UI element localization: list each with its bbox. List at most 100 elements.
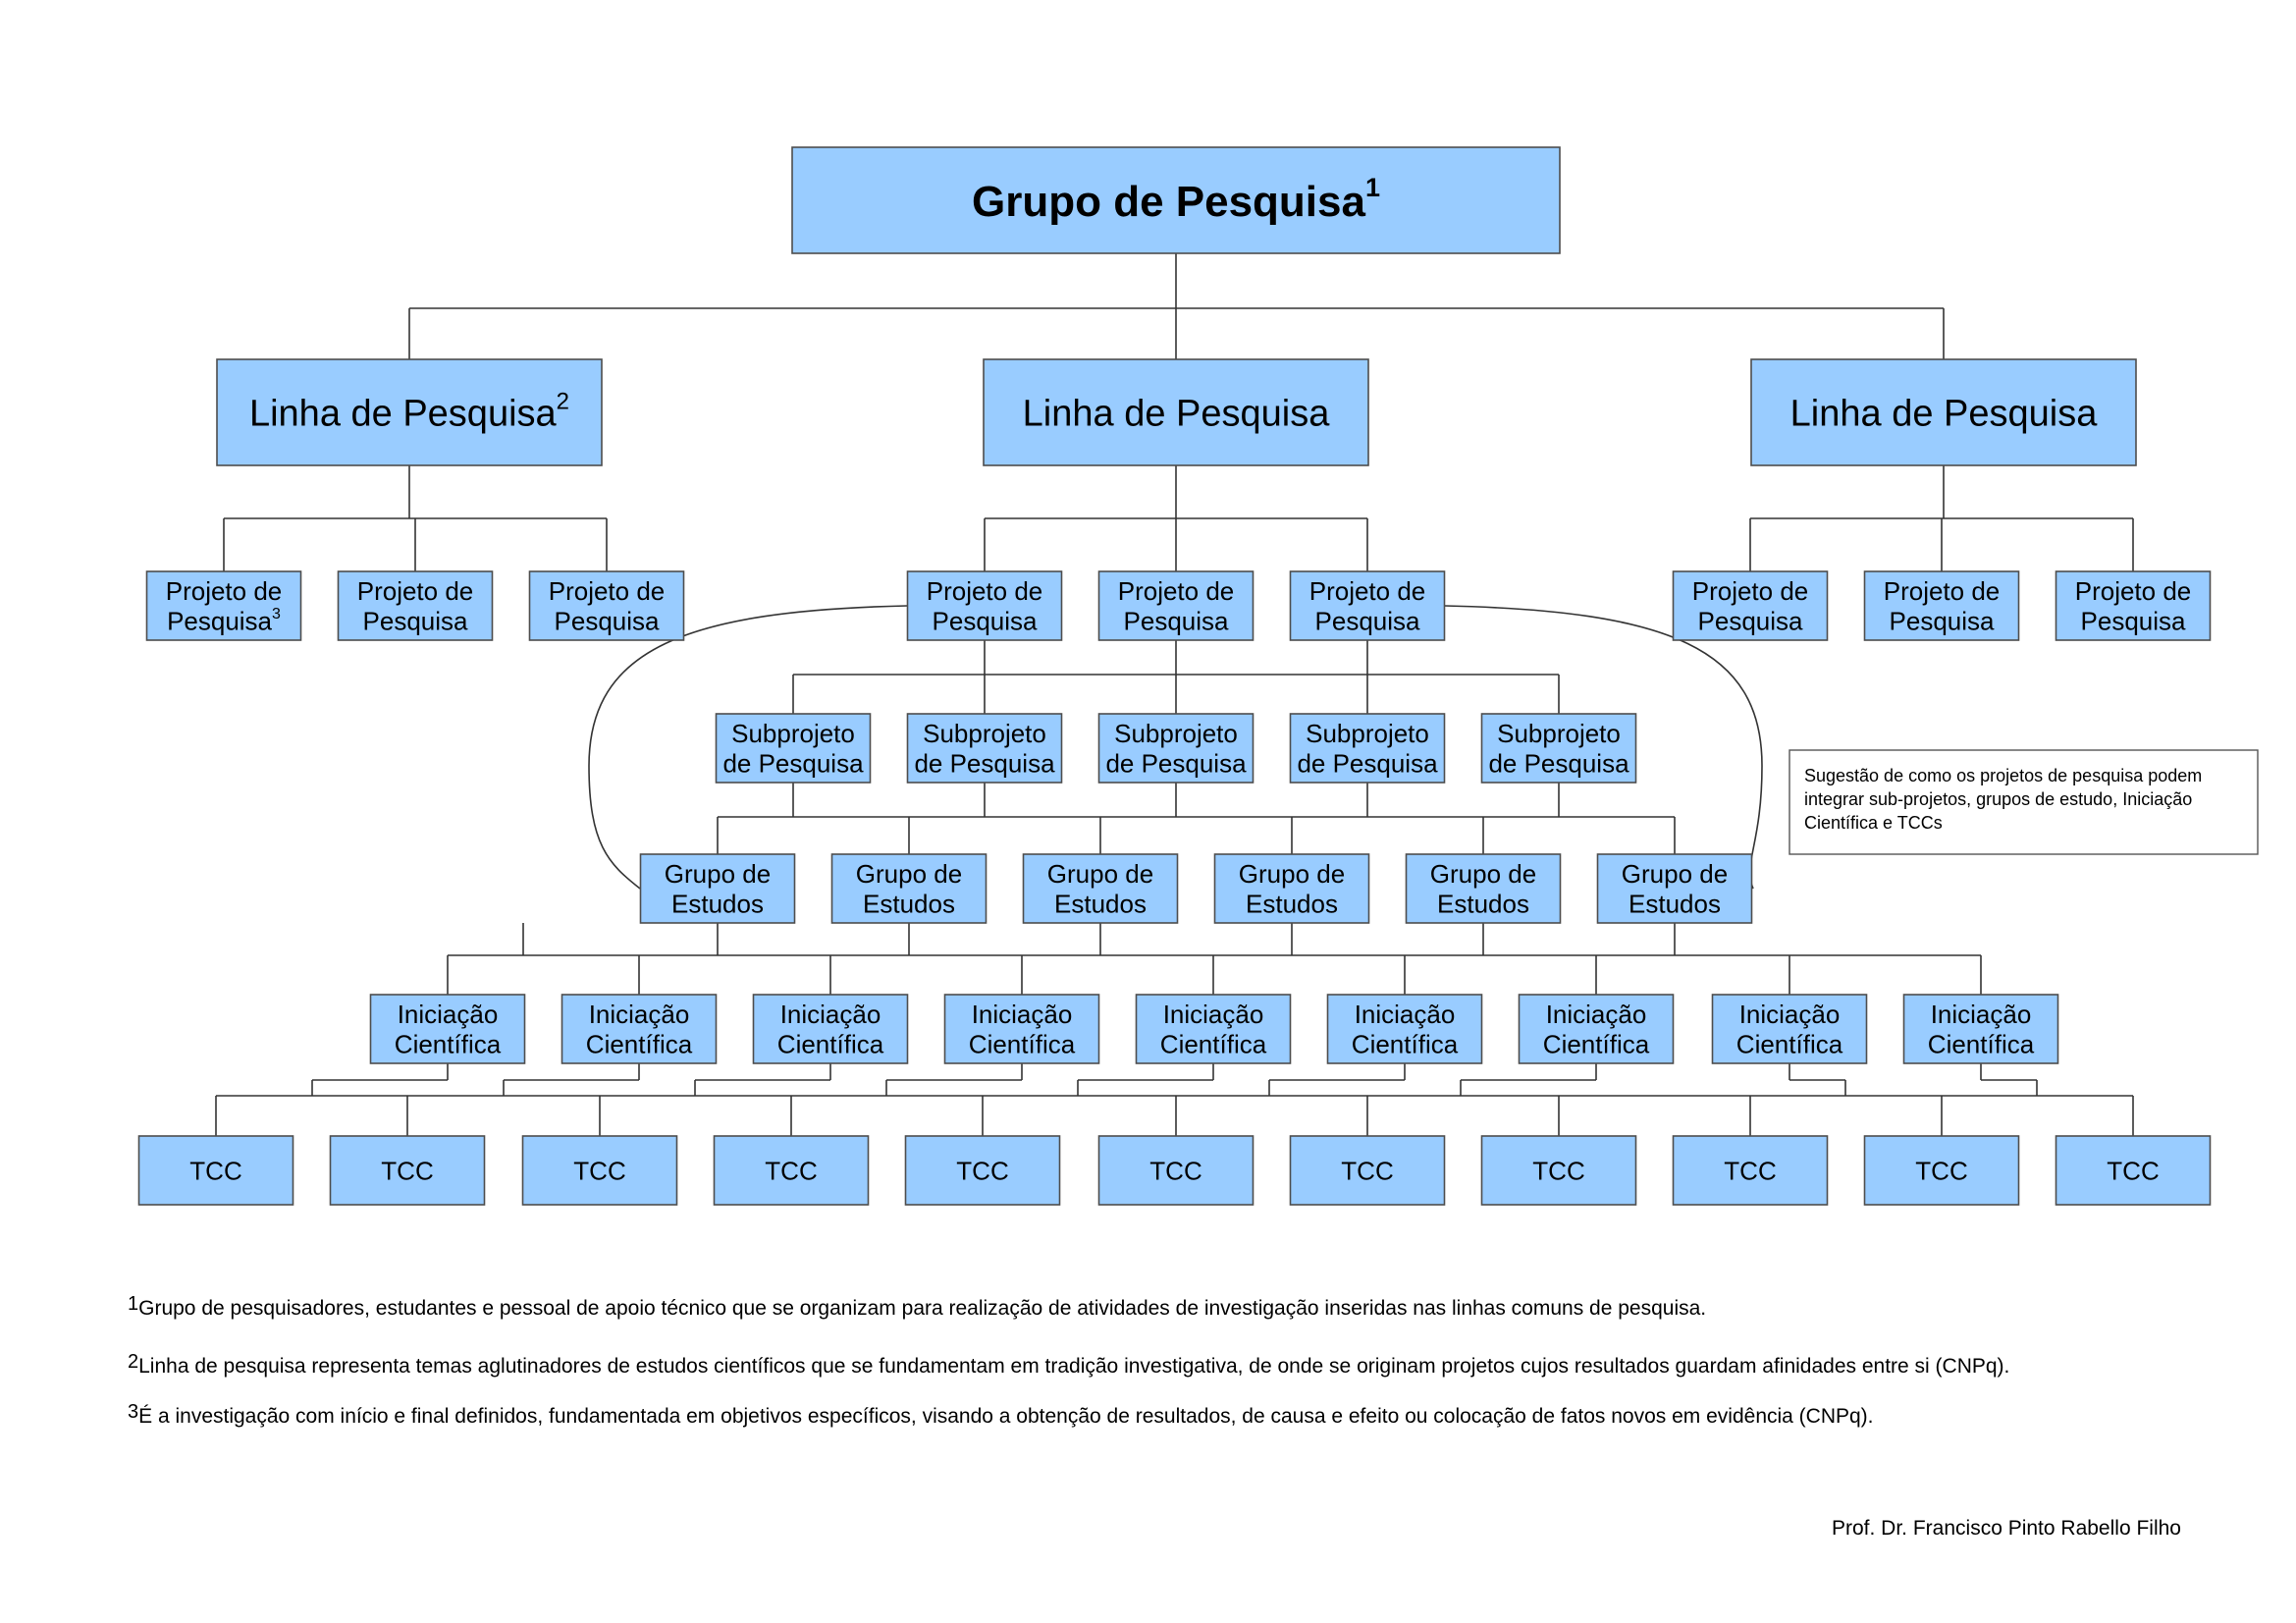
note-line: Sugestão de como os projetos de pesquisa… bbox=[1804, 766, 2202, 785]
project-4-label: Projeto de bbox=[927, 576, 1043, 606]
project-9-text: Projeto de bbox=[2075, 576, 2192, 606]
research-line-2-box bbox=[983, 358, 1369, 466]
scientific-initiation-3-label: Iniciação bbox=[780, 1000, 881, 1029]
scientific-initiation-1-box bbox=[369, 994, 526, 1064]
study-group-5-label: Grupo de bbox=[1430, 859, 1536, 889]
project-9-label: Projeto de bbox=[2075, 576, 2192, 606]
subproject-2-text: de Pesquisa bbox=[914, 749, 1055, 779]
subproject-5-text: Subprojeto bbox=[1497, 719, 1621, 748]
subproject-4-text: de Pesquisa bbox=[1297, 749, 1438, 779]
project-1-label: Projeto de bbox=[166, 576, 283, 606]
tcc-5-box bbox=[904, 1135, 1061, 1206]
scientific-initiation-9-text: Científica bbox=[1928, 1030, 2035, 1059]
study-group-2-box bbox=[830, 853, 988, 924]
scientific-initiation-3-text: Científica bbox=[777, 1030, 884, 1059]
project-8-label: Projeto de bbox=[1884, 576, 2001, 606]
tcc-1-label: TCC bbox=[189, 1156, 241, 1185]
study-group-6-label: Grupo de bbox=[1622, 859, 1728, 889]
tcc-9-box bbox=[1672, 1135, 1829, 1206]
project-1-box bbox=[145, 570, 302, 641]
research-line-1-text: Linha de Pesquisa bbox=[249, 394, 558, 435]
scientific-initiation-3-label: Científica bbox=[777, 1030, 884, 1059]
project-1-text: Projeto de bbox=[166, 576, 283, 606]
research-line-2-text: Linha de Pesquisa bbox=[1023, 394, 1331, 435]
scientific-initiation-5-text: Científica bbox=[1160, 1030, 1267, 1059]
footnote-number: 2 bbox=[128, 1351, 139, 1373]
subproject-4-text: Subprojeto bbox=[1306, 719, 1429, 748]
scientific-initiation-2-box bbox=[561, 994, 718, 1064]
study-group-5-box bbox=[1405, 853, 1562, 924]
scientific-initiation-7-text: Iniciação bbox=[1546, 1000, 1647, 1029]
subproject-3-label: de Pesquisa bbox=[1105, 749, 1247, 779]
tcc-5: TCC bbox=[904, 1135, 1061, 1206]
project-3-label: Pesquisa bbox=[555, 607, 660, 636]
project-2-label: Pesquisa bbox=[363, 607, 468, 636]
curved-connector-left bbox=[588, 605, 908, 890]
tcc-6: TCC bbox=[1097, 1135, 1255, 1206]
project-7-text: Projeto de bbox=[1692, 576, 1809, 606]
tcc-4-box bbox=[713, 1135, 870, 1206]
scientific-initiation-6-box bbox=[1326, 994, 1483, 1064]
root-node: Grupo de Pesquisa1 bbox=[791, 146, 1561, 254]
scientific-initiation-9-label: Iniciação bbox=[1931, 1000, 2032, 1029]
project-9-box bbox=[2055, 570, 2212, 641]
subproject-5-text: de Pesquisa bbox=[1488, 749, 1629, 779]
note-line: integrar sub-projetos, grupos de estudo,… bbox=[1804, 789, 2192, 809]
study-group-4-label: Grupo de bbox=[1239, 859, 1345, 889]
project-6-text: Projeto de bbox=[1309, 576, 1426, 606]
tcc-5-label: TCC bbox=[956, 1156, 1008, 1185]
root-node-box bbox=[791, 146, 1561, 254]
study-group-1-label: Grupo de bbox=[665, 859, 771, 889]
tcc-10: TCC bbox=[1863, 1135, 2020, 1206]
footnote-number: 1 bbox=[128, 1293, 139, 1315]
footnote-text: Grupo de pesquisadores, estudantes e pes… bbox=[138, 1297, 1707, 1320]
study-group-2-label: Estudos bbox=[863, 890, 955, 919]
scientific-initiation-3-text: Iniciação bbox=[780, 1000, 881, 1029]
tcc-2: TCC bbox=[329, 1135, 486, 1206]
scientific-initiation-2-text: Iniciação bbox=[589, 1000, 690, 1029]
project-1-superscript: 3 bbox=[272, 606, 281, 622]
curved-connector-right bbox=[1444, 605, 1763, 890]
project-7-text: Pesquisa bbox=[1698, 607, 1803, 636]
scientific-initiation-9-box bbox=[1902, 994, 2059, 1064]
project-3-text: Projeto de bbox=[549, 576, 666, 606]
study-group-6-box bbox=[1596, 853, 1753, 924]
scientific-initiation-7-text: Científica bbox=[1543, 1030, 1650, 1059]
project-6-text: Pesquisa bbox=[1315, 607, 1420, 636]
study-group-3-text: Estudos bbox=[1054, 890, 1147, 919]
study-group-3-text: Grupo de bbox=[1047, 859, 1153, 889]
tcc-9-text: TCC bbox=[1724, 1156, 1776, 1185]
footnote-text: É a investigação com início e final defi… bbox=[138, 1405, 1874, 1428]
study-group-1-box bbox=[639, 853, 796, 924]
scientific-initiation-8-label: Iniciação bbox=[1739, 1000, 1841, 1029]
tcc-6-box bbox=[1097, 1135, 1255, 1206]
footnote-1: 1Grupo de pesquisadores, estudantes e pe… bbox=[128, 1294, 1707, 1320]
tcc-11: TCC bbox=[2055, 1135, 2212, 1206]
note-box: Sugestão de como os projetos de pesquisa… bbox=[1789, 749, 2259, 855]
project-5-box bbox=[1097, 570, 1255, 641]
study-group-1-label: Estudos bbox=[671, 890, 764, 919]
tcc-8-label: TCC bbox=[1532, 1156, 1584, 1185]
tcc-8: TCC bbox=[1480, 1135, 1637, 1206]
tcc-5-text: TCC bbox=[956, 1156, 1008, 1185]
scientific-initiation-5-label: Iniciação bbox=[1163, 1000, 1264, 1029]
root-node-superscript: 1 bbox=[1365, 173, 1380, 202]
tcc-4-label: TCC bbox=[765, 1156, 817, 1185]
tcc-10-label: TCC bbox=[1915, 1156, 1967, 1185]
subproject-3-label: Subprojeto bbox=[1114, 719, 1238, 748]
scientific-initiation-1-label: Científica bbox=[395, 1030, 502, 1059]
study-group-3-label: Grupo de bbox=[1047, 859, 1153, 889]
scientific-initiation-4-label: Iniciação bbox=[972, 1000, 1073, 1029]
tcc-7: TCC bbox=[1289, 1135, 1446, 1206]
project-2-text: Projeto de bbox=[357, 576, 474, 606]
